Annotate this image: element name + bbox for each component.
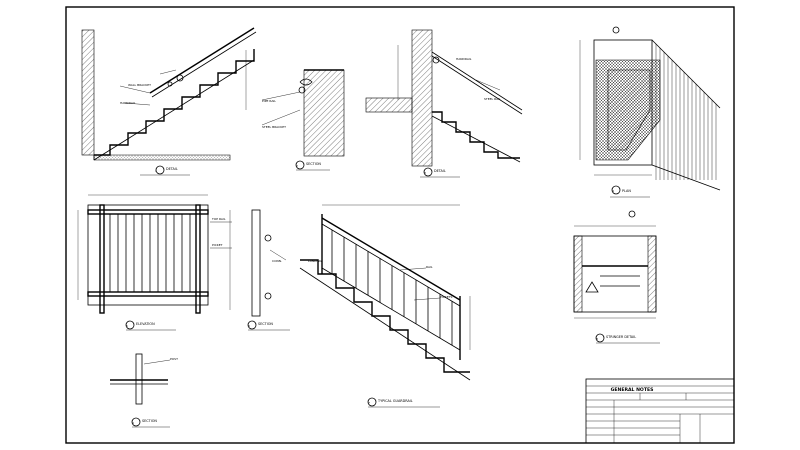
sheet-border xyxy=(65,6,735,444)
svg-text:PIPE RAIL: PIPE RAIL xyxy=(262,99,276,103)
svg-text:PICKETS: PICKETS xyxy=(440,295,452,299)
svg-text:2: 2 xyxy=(296,164,298,168)
svg-text:PLAN: PLAN xyxy=(622,189,631,193)
svg-text:WALL BRACKET: WALL BRACKET xyxy=(128,83,151,87)
svg-text:9: 9 xyxy=(132,421,134,425)
svg-text:DETAIL: DETAIL xyxy=(434,169,446,173)
svg-text:3: 3 xyxy=(424,171,426,175)
svg-text:RAIL: RAIL xyxy=(426,265,433,269)
detail-stair-section-3: HANDRAIL STEEL RAIL 3 DETAIL xyxy=(365,29,523,178)
svg-text:PICKET: PICKET xyxy=(212,243,223,247)
svg-text:HANDRAIL: HANDRAIL xyxy=(120,101,136,105)
detail-post-section: CONN. 6 SECTION xyxy=(229,209,290,331)
svg-text:4: 4 xyxy=(612,189,614,193)
title-block: GENERAL NOTES xyxy=(585,378,735,444)
svg-text:5: 5 xyxy=(126,324,128,328)
svg-text:ELEVATION: ELEVATION xyxy=(136,322,155,326)
svg-text:HANDRAIL: HANDRAIL xyxy=(456,57,472,61)
detail-stair-plan: 4 PLAN xyxy=(579,26,721,198)
detail-post-base: POST 9 SECTION xyxy=(110,353,178,428)
svg-text:POST: POST xyxy=(170,357,178,361)
svg-text:8: 8 xyxy=(596,337,598,341)
detail-stringer: 8 STRINGER DETAIL xyxy=(573,210,660,344)
svg-text:LANDING: LANDING xyxy=(308,259,322,263)
svg-text:STEEL BRACKET: STEEL BRACKET xyxy=(262,125,286,129)
general-notes-title: GENERAL NOTES xyxy=(611,387,654,393)
svg-text:1: 1 xyxy=(155,169,157,173)
detail-typical-guardrail: RAIL PICKETS LANDING 7 TYPICAL GUARDRAIL xyxy=(299,204,471,408)
svg-text:DETAIL: DETAIL xyxy=(166,167,178,171)
svg-text:CONN.: CONN. xyxy=(272,259,282,263)
svg-text:TOP RAIL: TOP RAIL xyxy=(211,217,226,221)
svg-text:SECTION: SECTION xyxy=(306,162,321,166)
detail-stair-section-1: WALL BRACKET HANDRAIL 1 DETAIL xyxy=(81,27,257,176)
svg-text:SECTION: SECTION xyxy=(258,322,273,326)
svg-text:TYPICAL GUARDRAIL: TYPICAL GUARDRAIL xyxy=(377,399,413,403)
svg-text:STEEL RAIL: STEEL RAIL xyxy=(484,97,501,101)
svg-text:STRINGER DETAIL: STRINGER DETAIL xyxy=(606,335,636,339)
svg-text:SECTION: SECTION xyxy=(142,419,157,423)
detail-railing-elevation: TOP RAIL PICKET 5 ELEVATION xyxy=(77,194,232,331)
svg-text:6: 6 xyxy=(248,324,250,328)
detail-wall-section-small: PIPE RAIL STEEL BRACKET 2 SECTION xyxy=(261,69,345,171)
svg-text:7: 7 xyxy=(368,401,370,405)
